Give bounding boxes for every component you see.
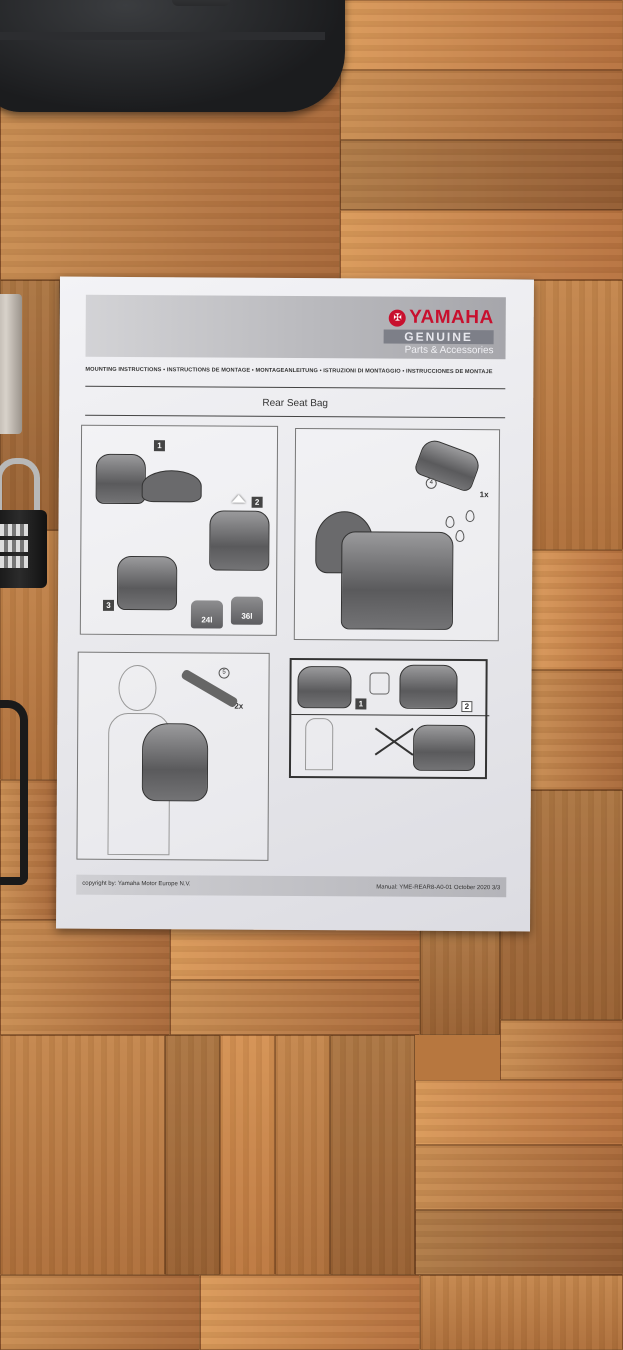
bag-illustration: [209, 510, 270, 571]
step-number: 2: [461, 701, 473, 713]
copyright-text: copyright by: Yamaha Motor Europe N.V.: [82, 880, 191, 888]
manual-reference: Manual: YME-REAR8-A0-01 October 2020 3/3: [376, 884, 501, 892]
genuine-label: GENUINE: [383, 329, 494, 345]
instruction-sheet: ✠YAMAHA GENUINE Parts & Accessories MOUN…: [56, 276, 534, 932]
floor-plank: [530, 550, 623, 670]
yamaha-logo: ✠YAMAHA GENUINE Parts & Accessories: [354, 306, 494, 356]
floor-plank: [530, 670, 623, 790]
quantity-label: 1x: [479, 490, 489, 500]
padlock-dials: [0, 524, 28, 572]
size-tag-large: 36l: [230, 596, 264, 625]
step-number: 2: [251, 496, 263, 508]
water-drop-icon: [445, 515, 455, 528]
divider: [291, 713, 490, 717]
brand-name: YAMAHA: [409, 306, 494, 329]
illustration-panel-2: 4 1x: [293, 427, 501, 642]
floor-plank: [340, 210, 623, 280]
floor-plank: [330, 1035, 415, 1275]
padlock-shackle: [0, 458, 40, 524]
size-tag-small: 24l: [190, 600, 224, 629]
step-number: 3: [102, 599, 115, 611]
water-drop-icon: [465, 510, 475, 523]
black-top-case: [0, 0, 345, 112]
languages-line: MOUNTING INSTRUCTIONS • INSTRUCTIONS DE …: [85, 366, 493, 376]
floor-plank: [0, 780, 60, 920]
tuning-fork-icon: ✠: [389, 309, 407, 327]
floor-plank: [0, 920, 170, 1035]
floor-plank: [415, 1145, 623, 1210]
footer-band: copyright by: Yamaha Motor Europe N.V. M…: [76, 874, 507, 898]
floor-plank: [415, 1210, 623, 1275]
arrow-up-icon: [231, 494, 246, 503]
step-number: 1: [355, 698, 367, 710]
floor-plank: [165, 1035, 220, 1275]
illustration-panel-1: 1 2 3 24l 36l: [79, 424, 279, 636]
floor-plank: [340, 0, 623, 70]
floor-plank: [0, 1275, 200, 1350]
header-band: ✠YAMAHA GENUINE Parts & Accessories: [85, 294, 506, 360]
item-number: 4: [425, 477, 437, 489]
bag-illustration: [399, 664, 458, 709]
illustration-panel-3: 5 2x: [76, 651, 270, 861]
water-drop-icon: [455, 529, 465, 543]
illustration-panel-4: 1 2: [288, 657, 490, 780]
rain-cover-illustration: [413, 436, 483, 494]
bag-illustration: [297, 666, 352, 709]
document-title: Rear Seat Bag: [262, 397, 329, 410]
metal-buckle: [0, 294, 22, 434]
item-number: 5: [218, 667, 230, 679]
bag-lid-illustration: [141, 470, 202, 503]
floor-plank: [530, 280, 623, 550]
floor-plank: [500, 1020, 623, 1080]
floor-plank: [340, 70, 623, 140]
bag-illustration: [412, 724, 476, 772]
floor-plank: [200, 1275, 420, 1350]
divider: [85, 414, 506, 419]
spray-bottle-icon: [369, 672, 390, 695]
shoulder-strap-illustration: [180, 668, 239, 709]
floor-plank: [170, 925, 420, 980]
backpack-illustration: [141, 723, 209, 802]
bag-illustration: [116, 555, 178, 611]
floor-plank: [340, 140, 623, 210]
parts-label: Parts & Accessories: [404, 344, 494, 357]
person-outline: [304, 718, 334, 771]
person-head-outline: [118, 664, 157, 712]
floor-plank: [170, 980, 420, 1035]
step-number: 1: [153, 440, 165, 452]
floor-plank: [275, 1035, 330, 1275]
case-rim: [0, 32, 325, 40]
case-clip: [172, 0, 230, 6]
floor-plank: [220, 1035, 275, 1275]
floor-plank: [0, 1035, 165, 1275]
floor-plank: [420, 1275, 623, 1350]
floor-plank: [420, 930, 500, 1035]
bag-illustration: [95, 453, 146, 505]
bag-illustration: [340, 531, 454, 630]
divider: [85, 385, 506, 390]
floor-plank: [415, 1080, 623, 1145]
black-strap: [0, 700, 28, 885]
